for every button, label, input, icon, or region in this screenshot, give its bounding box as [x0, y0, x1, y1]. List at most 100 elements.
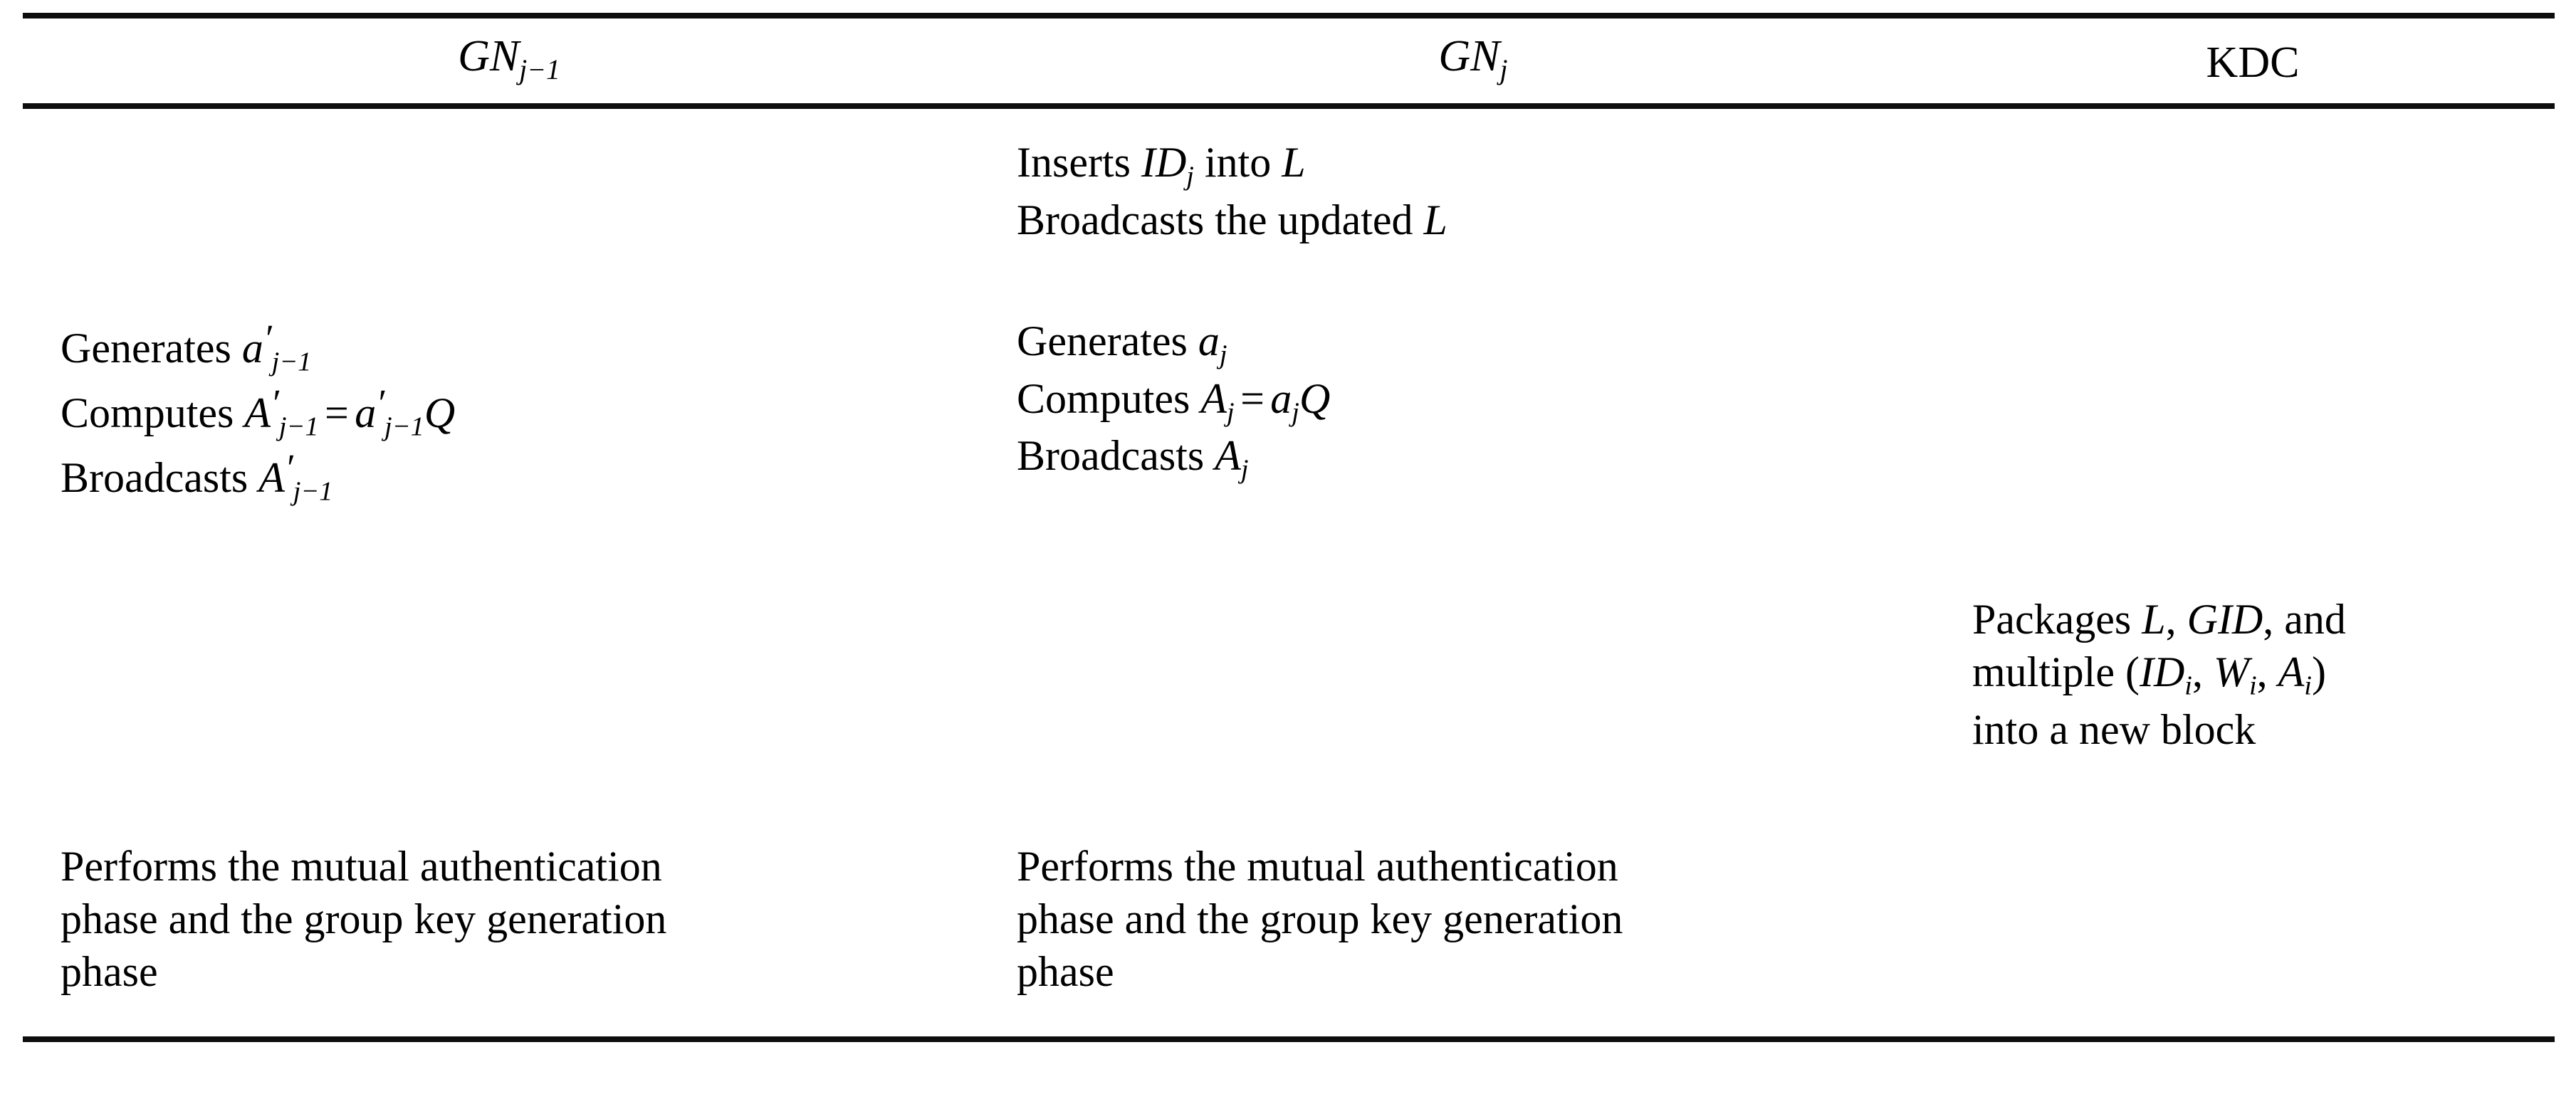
equals-sign-2: =: [1240, 374, 1265, 422]
broadcasts-word: Broadcasts: [1017, 196, 1205, 243]
row2-cell-kdc: [1951, 246, 2555, 509]
table-row: Performs the mutual authentication phase…: [23, 756, 2555, 1036]
equals-sign: =: [324, 389, 349, 436]
table-bottom-rule: [23, 1036, 2555, 1043]
table-header-rule: [23, 103, 2555, 109]
subscript-i-A: i: [2304, 671, 2312, 701]
row3-cell-gn-j-minus-1: [23, 509, 995, 756]
protocol-table-grid: GNj−1 GNj KDC: [23, 19, 2555, 103]
row3-cell-gn-j: [995, 509, 1951, 756]
comma-4: ,: [2256, 648, 2268, 696]
inserts-word: Inserts: [1017, 138, 1131, 186]
symbol-a: a: [241, 324, 263, 372]
column-header-gn-j: GNj: [995, 19, 1951, 103]
and-word: and: [2284, 595, 2346, 643]
generates-a-prime-line: Generates a′j−1: [61, 315, 995, 379]
column-header-kdc: KDC: [1951, 19, 2555, 103]
subscript-j-A-broadcast: j: [1240, 455, 1249, 485]
symbol-A-i: A: [2278, 648, 2305, 696]
prime-mark: ′: [263, 316, 272, 359]
packages-line-3: into a new block: [1972, 706, 2256, 754]
performs-phase-2-line-1: Performs the mutual authentication: [1017, 843, 1618, 890]
symbol-L-2: L: [1423, 196, 1447, 243]
symbol-A-broadcast: A: [258, 454, 285, 502]
header-row: GNj−1 GNj KDC: [23, 19, 2555, 103]
into-word: into: [1204, 138, 1272, 186]
performs-phase-2-line-2: phase and the group key generation: [1017, 895, 1623, 943]
symbol-GID: GID: [2187, 595, 2263, 643]
table-row: Packages L, GID, and multiple (IDi, Wi, …: [23, 509, 2555, 756]
column-header-gn-j-minus-1: GNj−1: [23, 19, 995, 103]
header-2-subscript: j: [1499, 53, 1508, 85]
computes-A-line: Computes Aj=ajQ: [1017, 372, 1951, 430]
header-1-subscript: j−1: [519, 53, 560, 85]
performs-phase-2-line-3: phase: [1017, 948, 1114, 996]
table-top-rule: [23, 13, 2555, 19]
symbol-A: A: [244, 389, 271, 436]
broadcast-list-line: Broadcasts the updated L: [1017, 194, 1951, 246]
broadcasts-A-line: Broadcasts Aj: [1017, 429, 1951, 487]
broadcasts-A-prime-line: Broadcasts A′j−1: [61, 444, 995, 509]
generates-a-line: Generates aj: [1017, 315, 1951, 372]
subscript-j-A: j: [1227, 397, 1235, 428]
table-row: Generates a′j−1 Computes A′j−1=a′j−1Q Br…: [23, 246, 2555, 509]
comma-2: ,: [2263, 595, 2274, 643]
header-1-base: GN: [458, 32, 520, 80]
packages-line-1: Packages L, GID, and: [1972, 593, 2555, 646]
subscript-j-minus-1-A: j−1: [278, 411, 319, 442]
row1-cell-kdc: [1951, 109, 2555, 246]
subscript-j-a-rhs: j: [1292, 397, 1299, 428]
the-updated-words: the updated: [1215, 196, 1413, 243]
prime-mark-A-broadcast: ′: [284, 446, 293, 489]
symbol-L-kdc: L: [2142, 595, 2166, 643]
subscript-j-minus-1-broadcast: j−1: [293, 476, 333, 507]
symbol-A-broadcast-2: A: [1215, 432, 1241, 480]
symbol-A-2: A: [1200, 374, 1227, 422]
computes-word: Computes: [61, 389, 234, 436]
generates-word-2: Generates: [1017, 317, 1188, 364]
generates-word: Generates: [61, 324, 231, 372]
subscript-j-a: j: [1219, 340, 1227, 370]
broadcasts-word-2: Broadcasts: [61, 454, 248, 502]
prime-mark-A: ′: [271, 381, 279, 424]
header-3-base: KDC: [2206, 38, 2300, 87]
row2-cell-gn-j-minus-1: Generates a′j−1 Computes A′j−1=a′j−1Q Br…: [23, 246, 995, 509]
prime-mark-a-rhs: ′: [376, 381, 385, 424]
symbol-W-i: W: [2213, 648, 2249, 696]
row4-cell-gn-j-minus-1: Performs the mutual authentication phase…: [23, 756, 995, 1036]
broadcasts-word-3: Broadcasts: [1017, 432, 1205, 480]
computes-word-2: Computes: [1017, 374, 1190, 422]
performs-phase-1-line-2: phase and the group key generation: [61, 895, 667, 943]
symbol-ID-i: ID: [2139, 648, 2185, 696]
row1-cell-gn-j-minus-1: [23, 109, 995, 246]
header-2-base: GN: [1438, 32, 1500, 80]
symbol-a-rhs-2: a: [1270, 374, 1292, 422]
row4-cell-gn-j: Performs the mutual authentication phase…: [995, 756, 1951, 1036]
packages-word: Packages: [1972, 595, 2132, 643]
subscript-j-minus-1-a: j−1: [384, 411, 424, 442]
subscript-i-ID: i: [2184, 671, 2192, 701]
packages-line-2: multiple (IDi, Wi, Ai): [1972, 648, 2326, 701]
row1-cell-gn-j: Inserts IDj into L Broadcasts the update…: [995, 109, 1951, 246]
symbol-a-rhs: a: [355, 389, 377, 436]
subscript-j: j: [1186, 161, 1194, 191]
performs-phase-1-line-3: phase: [61, 948, 158, 996]
row2-cell-gn-j: Generates aj Computes Aj=ajQ Broadcasts …: [995, 246, 1951, 509]
symbol-L: L: [1282, 138, 1306, 186]
computes-A-prime-line: Computes A′j−1=a′j−1Q: [61, 379, 995, 444]
symbol-ID: ID: [1141, 138, 1187, 186]
table-header: GNj−1 GNj KDC: [23, 19, 2555, 103]
protocol-table: GNj−1 GNj KDC: [23, 13, 2555, 1043]
subscript-i-W: i: [2248, 671, 2257, 701]
protocol-table-body: Inserts IDj into L Broadcasts the update…: [23, 109, 2555, 1037]
subscript-j-minus-1: j−1: [271, 347, 312, 377]
row4-cell-kdc: [1951, 756, 2555, 1036]
symbol-Q: Q: [424, 389, 456, 436]
symbol-Q-2: Q: [1299, 374, 1331, 422]
row3-cell-kdc: Packages L, GID, and multiple (IDi, Wi, …: [1951, 509, 2555, 756]
table-row: Inserts IDj into L Broadcasts the update…: [23, 109, 2555, 246]
symbol-a-2: a: [1198, 317, 1220, 364]
comma-3: ,: [2192, 648, 2203, 696]
insert-id-line: Inserts IDj into L: [1017, 136, 1951, 194]
